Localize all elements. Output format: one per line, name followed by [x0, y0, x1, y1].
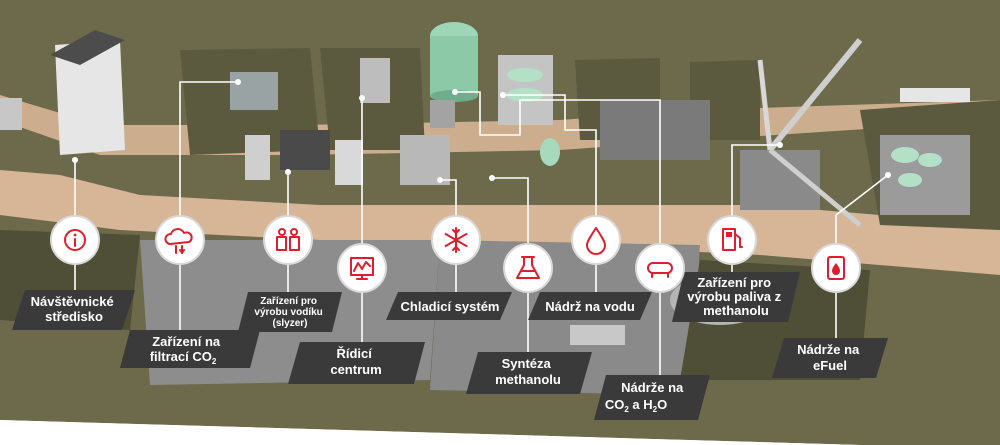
- label-efuel-tanks: Nádrže na eFuel: [797, 342, 863, 373]
- label-cooling-system: Chladicí systém: [401, 299, 500, 314]
- label-texts: Návštěvnické středisko Zařízení na filtr…: [31, 275, 863, 414]
- label-methanol-synthesis: Syntéza methanolu: [495, 356, 561, 387]
- plate-co2-h2o-tanks: [594, 375, 710, 420]
- plate-co2-filtration: [120, 330, 260, 368]
- label-fuel-production: Zařízení pro výrobu paliva z methanolu: [687, 275, 785, 318]
- plate-water-tank: [528, 292, 652, 320]
- fuel-barrel-icon: [811, 243, 861, 293]
- co2-cloud-icon: [155, 215, 205, 265]
- label-hydrogen-production: Zařízení pro výrobu vodíku (slyzer): [254, 296, 325, 329]
- label-visitor-center: Návštěvnické středisko: [31, 294, 118, 324]
- tank-icon: [635, 243, 685, 293]
- snowflake-icon: [431, 215, 481, 265]
- leader-lines: [72, 79, 891, 375]
- plate-fuel-production: [672, 272, 800, 322]
- plate-visitor-center: [12, 290, 135, 330]
- label-control-center: Řídicí centrum: [330, 346, 381, 377]
- icon-circles: [50, 215, 861, 293]
- label-water-tank: Nádrž na vodu: [545, 299, 635, 314]
- plate-control-center: [288, 342, 425, 384]
- monitor-chart-icon: [337, 243, 387, 293]
- plate-hydrogen-production: [238, 292, 342, 332]
- label-co2-filtration: Zařízení na filtrací CO2: [150, 334, 224, 366]
- water-drop-icon: [571, 215, 621, 265]
- plate-cooling-system: [386, 292, 512, 320]
- flask-icon: [503, 243, 553, 293]
- label-co2-h2o-tanks: Nádrže na CO2 a H2O: [605, 380, 687, 414]
- label-plates: [12, 272, 888, 420]
- plate-methanol-synthesis: [466, 352, 592, 394]
- info-icon: [50, 215, 100, 265]
- fuel-pump-icon: [707, 215, 757, 265]
- plate-efuel-tanks: [772, 338, 888, 378]
- electrolyzer-icon: [263, 215, 313, 265]
